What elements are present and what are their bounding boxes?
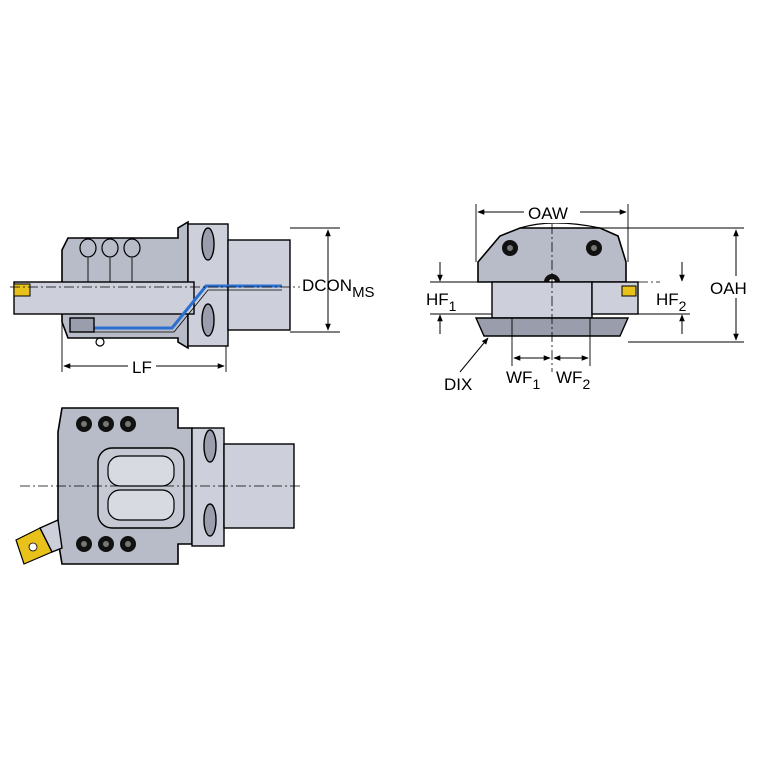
side-view-coolant-channel [92, 284, 282, 330]
wf2-label: WF [556, 368, 582, 387]
side-view-slot-bottom [201, 303, 215, 337]
oah-label: OAH [710, 279, 747, 298]
front-view-insert [621, 285, 637, 297]
oaw-label: OAW [528, 204, 568, 223]
dcon-subscript: MS [352, 284, 375, 301]
front-view [430, 201, 760, 373]
svg-text:HF1: HF1 [426, 290, 457, 314]
hf2-subscript: 2 [679, 298, 687, 314]
wf1-label: WF [506, 368, 532, 387]
side-view-insert [13, 283, 31, 297]
lf-label: LF [132, 358, 152, 377]
svg-text:HF2: HF2 [656, 290, 687, 314]
side-view-screw-holes [79, 238, 141, 282]
dix-leader [459, 337, 489, 373]
top-view [15, 407, 300, 565]
svg-text:DCONMS: DCONMS [302, 276, 375, 301]
front-view-body [491, 281, 593, 319]
hf1-label: HF [426, 290, 449, 309]
dcon-label: DCON [302, 276, 352, 295]
hf1-subscript: 1 [449, 298, 457, 314]
wf2-subscript: 2 [582, 376, 590, 392]
hf2-label: HF [656, 290, 679, 309]
side-view [10, 220, 340, 376]
wf1-subscript: 1 [532, 376, 540, 392]
svg-text:WF2: WF2 [556, 368, 590, 392]
dix-label: DIX [444, 375, 472, 394]
svg-text:WF1: WF1 [506, 368, 540, 392]
top-view-screws [76, 416, 136, 552]
side-view-slot-top [201, 227, 215, 261]
